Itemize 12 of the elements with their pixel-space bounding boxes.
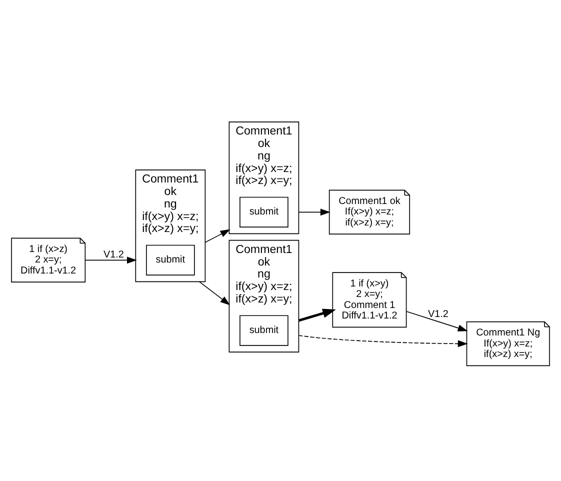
edge-label: V1.2 [104, 249, 124, 260]
arrow [298, 335, 468, 348]
arrow [198, 281, 230, 306]
arrow [298, 308, 336, 322]
edge-label: V1.2 [428, 308, 448, 320]
arrow [406, 311, 468, 332]
node-box: submit [146, 244, 195, 276]
arrow [84, 256, 137, 264]
node-box: submit [240, 315, 288, 346]
node-box: submit [240, 196, 288, 228]
arrow [204, 229, 230, 243]
arrow [298, 208, 330, 216]
